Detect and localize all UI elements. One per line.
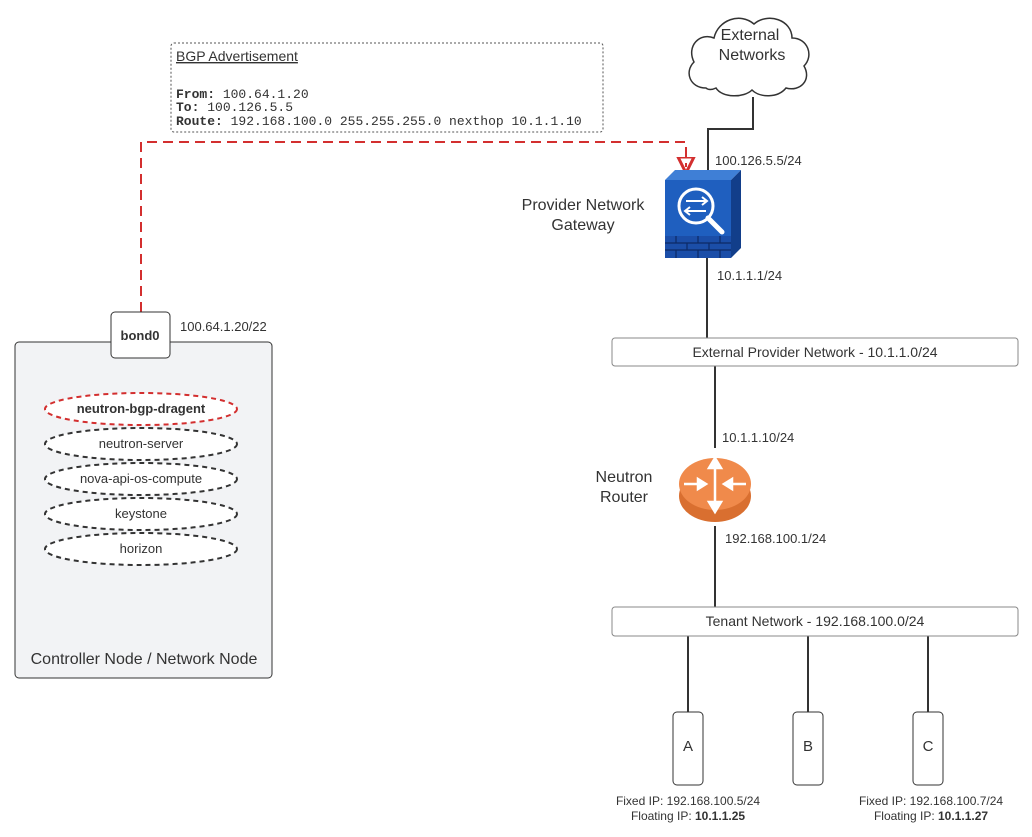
link-cloud-gateway	[707, 97, 754, 172]
instance-c: C	[912, 711, 944, 786]
instance-b-name: B	[803, 738, 813, 755]
router-icon	[679, 455, 751, 522]
instance-c-fixed-ip: Fixed IP: 192.168.100.7/24	[859, 794, 1003, 808]
bgp-from: From: 100.64.1.20	[176, 87, 309, 102]
service-label: nova-api-os-compute	[80, 471, 202, 486]
instance-a-floating-ip: Floating IP: 10.1.1.25	[631, 809, 745, 823]
cloud-icon	[688, 17, 810, 97]
router-ip-top: 10.1.1.10/24	[722, 430, 794, 445]
bgp-to: To: 100.126.5.5	[176, 100, 293, 115]
bgp-title: BGP Advertisement	[176, 48, 298, 64]
provider-network-label: External Provider Network - 10.1.1.0/24	[692, 344, 937, 360]
router-label-line2: Router	[600, 489, 649, 506]
controller-caption: Controller Node / Network Node	[31, 651, 258, 668]
instance-b: B	[792, 711, 824, 786]
provider-network-bar: External Provider Network - 10.1.1.0/24	[611, 337, 1019, 367]
bond0-label: bond0	[121, 328, 160, 343]
service-horizon: horizon	[44, 532, 238, 566]
instance-a: A	[672, 711, 704, 786]
gateway-label-line2: Gateway	[551, 217, 614, 234]
instance-c-name: C	[923, 738, 934, 755]
service-label: horizon	[120, 541, 163, 556]
instance-a-name: A	[683, 738, 693, 755]
router-ip-bottom: 192.168.100.1/24	[725, 531, 826, 546]
service-label: keystone	[115, 506, 167, 521]
instance-c-floating-ip: Floating IP: 10.1.1.27	[874, 809, 988, 823]
gateway-ip-bottom: 10.1.1.1/24	[717, 268, 782, 283]
bond0-ip: 100.64.1.20/22	[180, 319, 267, 334]
bgp-path-line	[140, 141, 686, 312]
external-networks-cloud: External Networks	[688, 17, 810, 97]
bgp-advertisement-note: BGP Advertisement From: 100.64.1.20 To: …	[170, 42, 604, 133]
cloud-label-line1: External	[721, 27, 780, 44]
service-neutron-server: neutron-server	[44, 427, 238, 461]
service-label: neutron-server	[99, 436, 184, 451]
tenant-network-bar: Tenant Network - 192.168.100.0/24	[611, 606, 1019, 637]
service-nova-api-os-compute: nova-api-os-compute	[44, 462, 238, 496]
service-neutron-bgp-dragent: neutron-bgp-dragent	[44, 392, 238, 426]
router-label-line1: Neutron	[596, 469, 653, 486]
cloud-label-line2: Networks	[719, 47, 786, 64]
gateway-label-line1: Provider Network	[522, 197, 646, 214]
service-keystone: keystone	[44, 497, 238, 531]
service-label: neutron-bgp-dragent	[77, 401, 206, 416]
tenant-network-label: Tenant Network - 192.168.100.0/24	[706, 613, 925, 629]
bond0-interface: bond0	[110, 311, 171, 359]
instance-a-fixed-ip: Fixed IP: 192.168.100.5/24	[616, 794, 760, 808]
gateway-firewall-icon	[665, 170, 741, 258]
bgp-route: Route: 192.168.100.0 255.255.255.0 nexth…	[176, 114, 582, 129]
gateway-ip-top: 100.126.5.5/24	[715, 153, 802, 168]
